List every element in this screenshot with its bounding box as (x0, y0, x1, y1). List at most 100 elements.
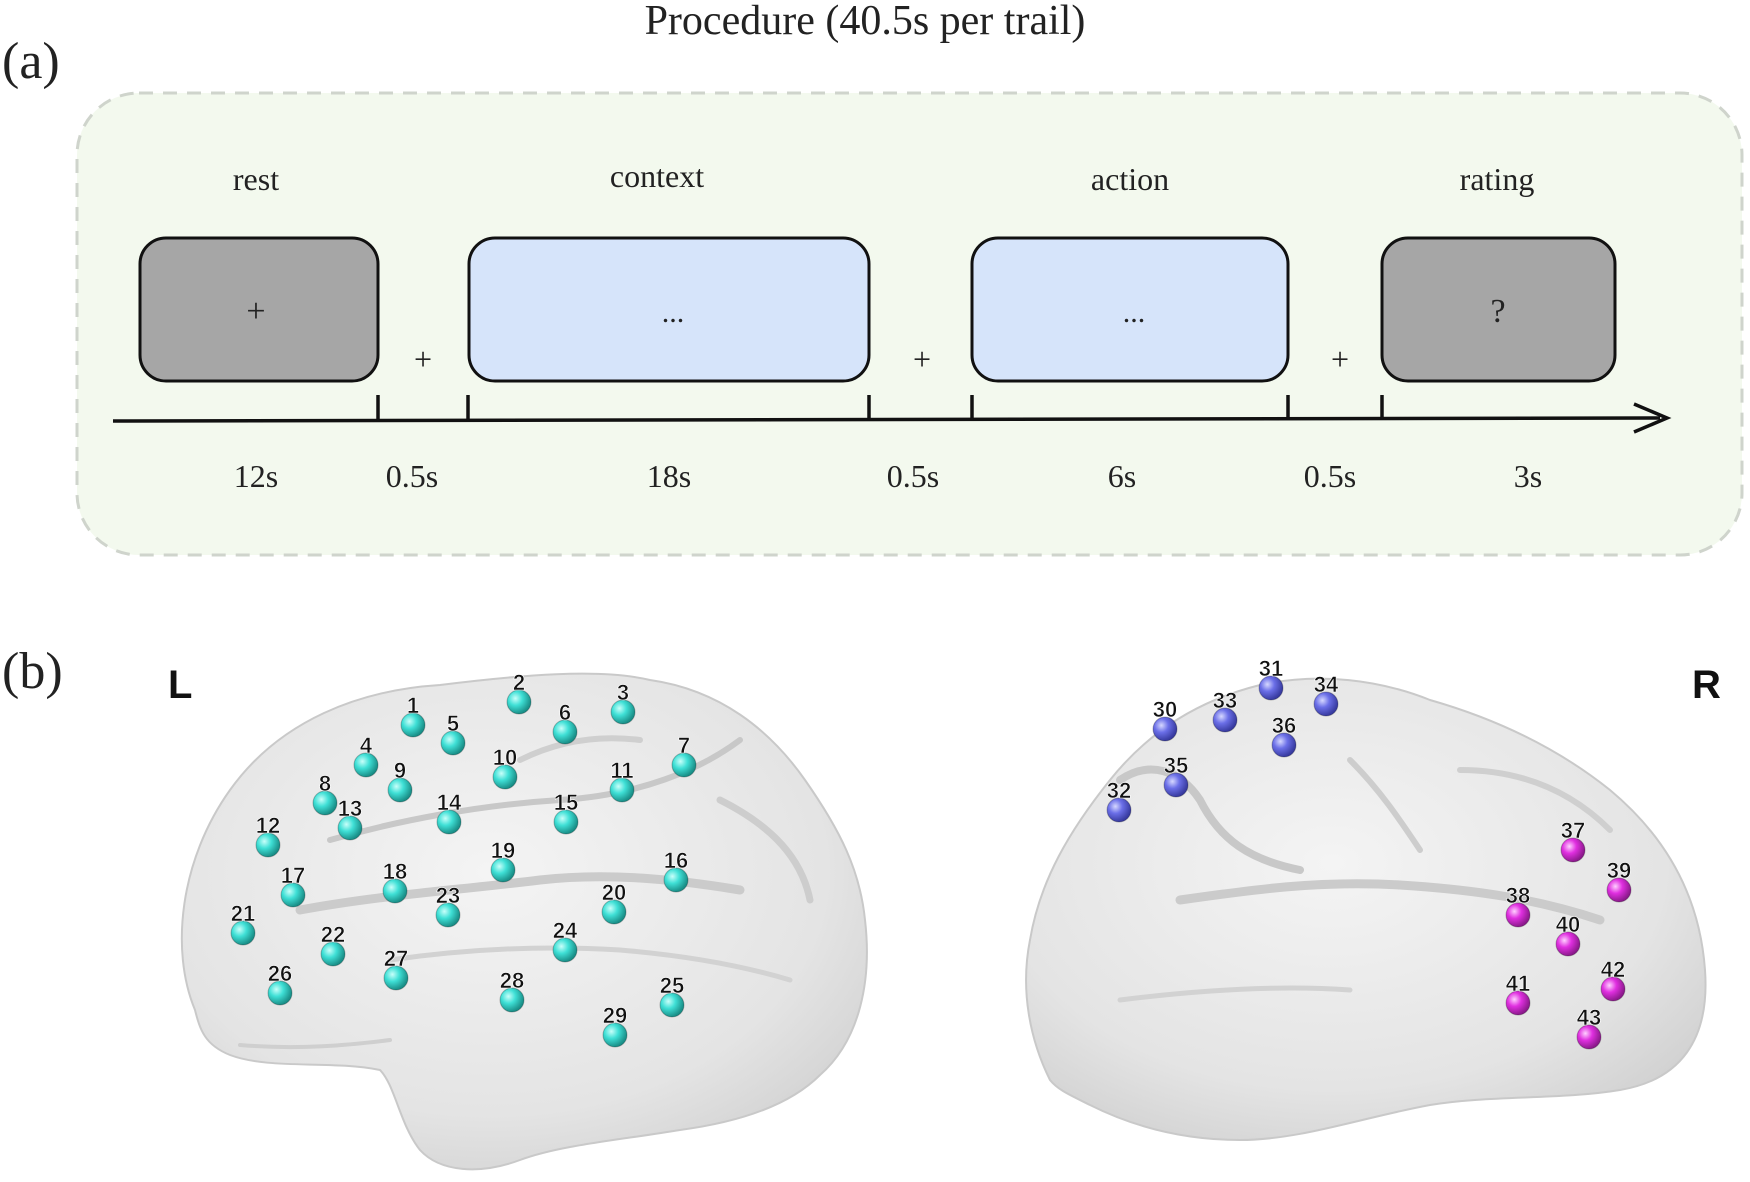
right-lower-channel-marker (1505, 990, 1531, 1016)
left-channel-marker (552, 719, 578, 745)
channel-9: 9 (387, 758, 413, 803)
channel-38: 38 (1505, 883, 1531, 928)
channel-5: 5 (440, 711, 466, 756)
channel-13: 13 (337, 796, 363, 841)
channel-label: 11 (610, 758, 633, 783)
channel-label: 3 (617, 680, 629, 705)
fixation-cross-1: + (414, 341, 432, 377)
channel-34: 34 (1313, 672, 1339, 717)
stage-box-rest (138, 236, 380, 383)
channel-label: 33 (1213, 688, 1237, 713)
channel-label: 20 (602, 880, 626, 905)
channel-label: 19 (491, 838, 515, 863)
right-lower-channel-marker (1576, 1024, 1602, 1050)
stage-box-rating (1380, 236, 1617, 383)
left-channel-marker (312, 790, 338, 816)
right-upper-channel-marker (1152, 716, 1178, 742)
procedure-panel (75, 91, 1744, 557)
channel-41: 41 (1505, 971, 1531, 1016)
channel-label: 35 (1164, 753, 1188, 778)
channel-label: 42 (1601, 957, 1625, 982)
channel-label: 38 (1506, 883, 1530, 908)
channel-22: 22 (320, 922, 346, 967)
stage-symbol-action: ... (1123, 296, 1146, 329)
left-channel-marker (440, 730, 466, 756)
right-lower-channel-marker (1560, 837, 1586, 863)
channel-label: 1 (407, 693, 419, 718)
left-channel-marker (436, 809, 462, 835)
channel-7: 7 (671, 733, 697, 778)
channel-label: 12 (256, 813, 280, 838)
left-channel-marker (383, 965, 409, 991)
right-hemisphere-brain (1025, 677, 1707, 1142)
channel-43: 43 (1576, 1005, 1602, 1050)
channel-label: 23 (436, 883, 460, 908)
channel-25: 25 (659, 973, 685, 1018)
channel-17: 17 (280, 863, 306, 908)
channel-label: 21 (231, 901, 255, 926)
left-channel-marker (552, 937, 578, 963)
channel-label: 25 (660, 973, 684, 998)
left-channel-marker (671, 752, 697, 778)
channel-16: 16 (663, 848, 689, 893)
stage-symbol-rating: ? (1490, 293, 1505, 330)
channel-label: 34 (1314, 672, 1339, 697)
duration-fixation-1: 0.5s (386, 458, 438, 494)
left-channel-marker (492, 764, 518, 790)
channel-10: 10 (492, 745, 518, 790)
left-channel-marker (337, 815, 363, 841)
channel-18: 18 (382, 859, 408, 904)
channel-29: 29 (602, 1003, 628, 1048)
channel-36: 36 (1271, 713, 1297, 758)
channel-4: 4 (353, 733, 379, 778)
procedure-title: Procedure (40.5s per trail) (645, 0, 1086, 44)
stage-label-rest: rest (233, 161, 279, 197)
channel-12: 12 (255, 813, 281, 858)
channel-1: 1 (400, 693, 426, 738)
left-channel-marker (255, 832, 281, 858)
channel-2: 2 (506, 670, 532, 715)
channel-label: 6 (559, 700, 571, 725)
channel-label: 36 (1272, 713, 1296, 738)
channel-26: 26 (267, 961, 293, 1006)
left-channel-marker (602, 1022, 628, 1048)
channel-40: 40 (1555, 912, 1581, 957)
left-channel-marker (663, 867, 689, 893)
left-channel-marker (601, 899, 627, 925)
left-hemisphere-label: L (168, 663, 192, 707)
channel-37: 37 (1560, 818, 1586, 863)
left-channel-marker (320, 941, 346, 967)
channel-label: 40 (1556, 912, 1580, 937)
fixation-cross-2: + (913, 341, 931, 377)
stage-label-context: context (610, 158, 704, 194)
channel-label: 29 (603, 1003, 627, 1028)
left-channel-marker (387, 777, 413, 803)
channel-label: 5 (447, 711, 459, 736)
stage-box-context (467, 236, 871, 383)
stage-label-action: action (1091, 161, 1169, 197)
channel-label: 13 (338, 796, 362, 821)
channel-14: 14 (436, 790, 462, 835)
channel-8: 8 (312, 771, 338, 816)
left-channel-marker (499, 987, 525, 1013)
channel-label: 9 (394, 758, 406, 783)
left-channel-marker (382, 878, 408, 904)
channel-11: 11 (609, 758, 635, 803)
channel-label: 30 (1153, 697, 1177, 722)
duration-action: 6s (1108, 458, 1136, 494)
channel-33: 33 (1212, 688, 1238, 733)
left-channel-marker (353, 752, 379, 778)
stage-symbol-rest: + (246, 293, 265, 330)
right-upper-channel-marker (1163, 772, 1189, 798)
channel-label: 2 (513, 670, 525, 695)
right-upper-channel-marker (1258, 675, 1284, 701)
duration-fixation-2: 0.5s (887, 458, 939, 494)
channel-label: 24 (553, 918, 578, 943)
left-channel-marker (506, 689, 532, 715)
channel-label: 8 (319, 771, 331, 796)
channel-label: 18 (383, 859, 407, 884)
left-channel-marker (553, 809, 579, 835)
right-lower-channel-marker (1606, 877, 1632, 903)
